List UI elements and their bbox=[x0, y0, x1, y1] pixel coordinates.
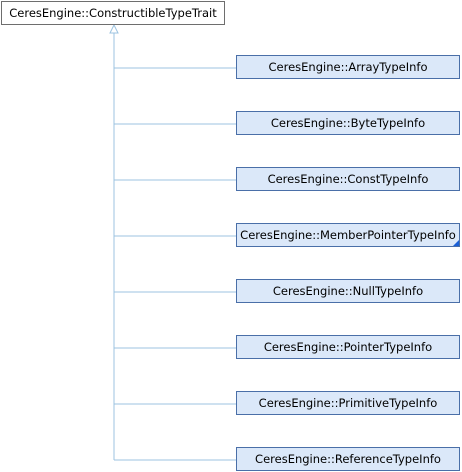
derived-class-label: CeresEngine::PointerTypeInfo bbox=[263, 340, 433, 354]
derived-class-node-pointer-type-info[interactable]: CeresEngine::PointerTypeInfo bbox=[236, 335, 460, 359]
derived-class-node-array-type-info[interactable]: CeresEngine::ArrayTypeInfo bbox=[236, 55, 460, 79]
derived-class-node-const-type-info[interactable]: CeresEngine::ConstTypeInfo bbox=[236, 167, 460, 191]
derived-class-label: CeresEngine::PrimitiveTypeInfo bbox=[258, 396, 438, 410]
derived-class-label: CeresEngine::ConstTypeInfo bbox=[267, 172, 429, 186]
derived-class-node-member-pointer-type-info[interactable]: CeresEngine::MemberPointerTypeInfo bbox=[236, 223, 460, 247]
derived-class-node-null-type-info[interactable]: CeresEngine::NullTypeInfo bbox=[236, 279, 460, 303]
derived-class-label: CeresEngine::NullTypeInfo bbox=[272, 284, 424, 298]
derived-class-label: CeresEngine::ReferenceTypeInfo bbox=[255, 452, 441, 466]
derived-class-label: CeresEngine::MemberPointerTypeInfo bbox=[240, 228, 456, 242]
derived-class-node-reference-type-info[interactable]: CeresEngine::ReferenceTypeInfo bbox=[236, 447, 460, 471]
inheritance-arrowhead-icon bbox=[109, 23, 119, 34]
derived-class-node-byte-type-info[interactable]: CeresEngine::ByteTypeInfo bbox=[236, 111, 460, 135]
derived-class-label: CeresEngine::ArrayTypeInfo bbox=[268, 60, 428, 74]
has-subclasses-marker-icon bbox=[453, 240, 459, 246]
base-class-label: CeresEngine::ConstructibleTypeTrait bbox=[9, 6, 217, 20]
base-class-node: CeresEngine::ConstructibleTypeTrait bbox=[1, 1, 225, 25]
derived-class-label: CeresEngine::ByteTypeInfo bbox=[270, 116, 426, 130]
derived-class-node-primitive-type-info[interactable]: CeresEngine::PrimitiveTypeInfo bbox=[236, 391, 460, 415]
